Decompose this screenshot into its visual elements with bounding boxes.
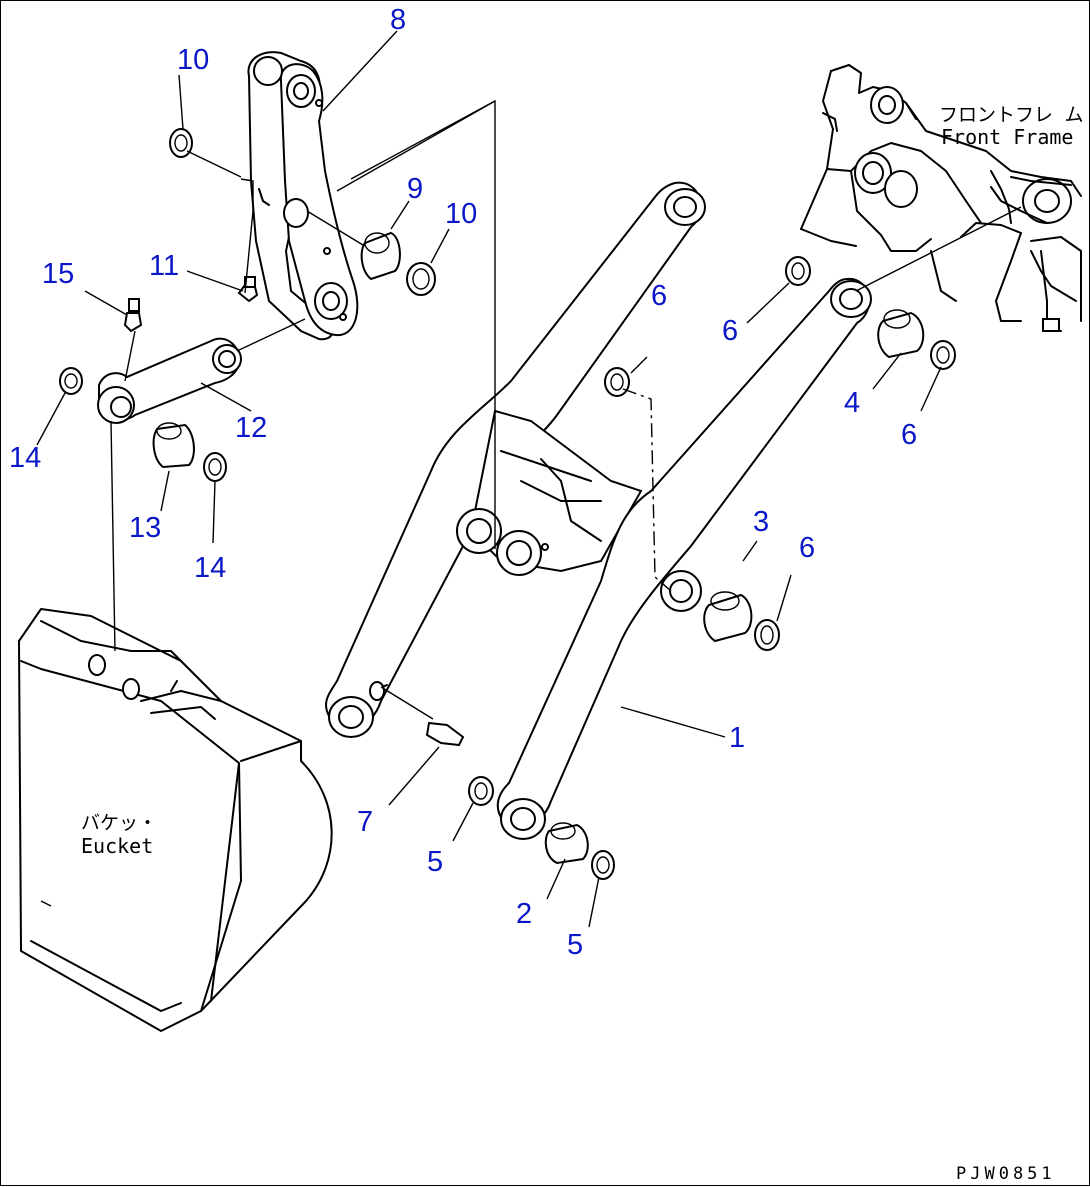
callout-12: 12	[235, 412, 267, 444]
bucket-label-jp: バケッ・	[81, 812, 157, 834]
front-frame-label-en: Front Frame	[941, 125, 1073, 149]
seal-ring-part14-b	[203, 452, 227, 482]
seal-ring-part5-a	[468, 776, 494, 806]
small-parts	[59, 128, 956, 880]
callout-5-a: 5	[427, 846, 443, 878]
seal-ring-part6-c	[930, 340, 956, 370]
seal-ring-part14-a	[59, 367, 83, 395]
seal-ring-part6-a	[785, 256, 811, 286]
callout-15: 15	[42, 258, 74, 290]
seal-ring-part5-b	[591, 850, 615, 880]
callout-6-b: 6	[722, 315, 738, 347]
grease-fitting-part7	[425, 721, 465, 747]
front-frame-label-jp: フロントフレ ム	[939, 104, 1083, 126]
bucket-label-en: Eucket	[81, 834, 153, 858]
callout-6-d: 6	[799, 532, 815, 564]
seal-ring-part6-d	[754, 619, 780, 651]
bushing-part4	[877, 311, 925, 359]
callout-8: 8	[390, 4, 406, 36]
callout-9: 9	[407, 173, 423, 205]
seal-ring-part10-a	[169, 128, 193, 158]
callout-numbers: 1 2 3 4 5 5 6 6 6 6 7 8 9 10 10 11 12 13…	[9, 4, 917, 961]
seal-ring-part6-b	[604, 367, 630, 397]
callout-14-b: 14	[194, 552, 226, 584]
lift-arm-part1	[325, 181, 872, 840]
bushing-part9	[360, 231, 401, 281]
grease-fitting-part15	[123, 312, 143, 333]
seal-ring-part10-b	[406, 262, 436, 296]
callout-4: 4	[844, 387, 860, 419]
bucket-drawing	[18, 608, 333, 1032]
callout-7: 7	[357, 806, 373, 838]
callout-5-b: 5	[567, 929, 583, 961]
callout-6-a: 6	[651, 280, 667, 312]
callout-10-b: 10	[445, 198, 477, 230]
callout-6-c: 6	[901, 419, 917, 451]
front-frame-drawing	[800, 64, 1082, 332]
text-labels: フロントフレ ム Front Frame バケッ・ Eucket PJW0851	[81, 104, 1083, 1184]
callout-11: 11	[149, 250, 179, 282]
callout-3: 3	[753, 506, 769, 538]
bell-crank-part8	[247, 51, 359, 341]
callout-1: 1	[729, 722, 745, 754]
bushing-part3	[703, 593, 753, 643]
drawing-code: PJW0851	[956, 1164, 1056, 1184]
callout-2: 2	[516, 898, 532, 930]
callout-10-a: 10	[177, 44, 209, 76]
callout-14-a: 14	[9, 442, 41, 474]
bushing-part2	[544, 823, 589, 865]
callout-13: 13	[129, 512, 161, 544]
link-part12	[97, 337, 242, 424]
leader-lines	[36, 30, 1022, 928]
bushing-part13	[152, 423, 195, 469]
